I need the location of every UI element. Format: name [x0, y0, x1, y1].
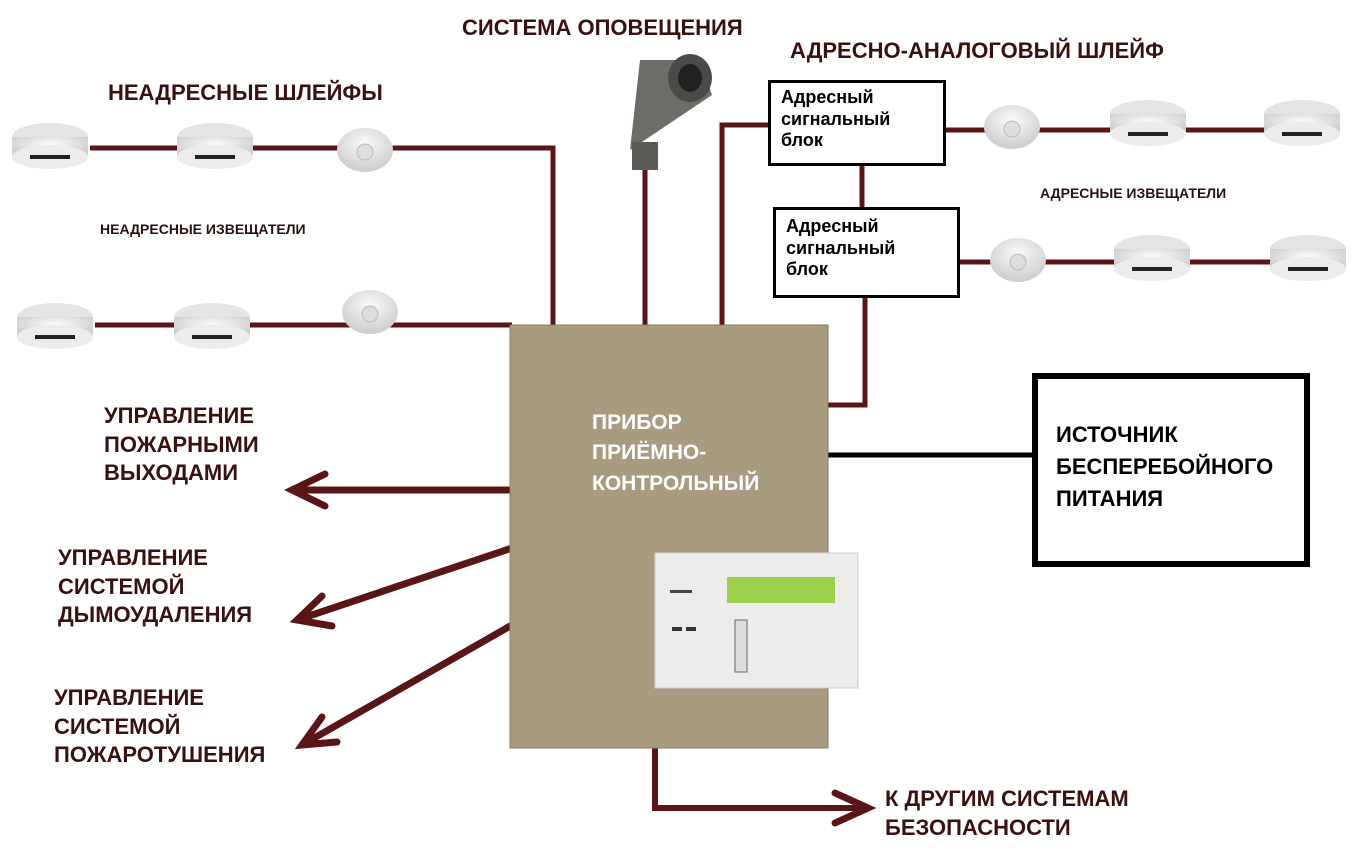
label-other-systems: К ДРУГИМ СИСТЕМАМ БЕЗОПАСНОСТИ — [885, 786, 1129, 840]
label-fire-extinguishing: УПРАВЛЕНИЕ СИСТЕМОЙ ПОЖАРОТУШЕНИЯ — [54, 685, 266, 768]
wire-addr-block — [719, 122, 768, 327]
label-non-addressable-detectors: НЕАДРЕСНЫЕ ИЗВЕЩАТЕЛИ — [100, 221, 306, 237]
signal-block-2: Адресный сигнальный блок — [773, 207, 960, 298]
speaker-icon — [630, 54, 712, 170]
wire-block-panel — [828, 297, 868, 408]
wire-loop-1 — [90, 145, 556, 330]
title-warning-system: СИСТЕМА ОПОВЕЩЕНИЯ — [462, 15, 743, 40]
title-addressable-loop: АДРЕСНО-АНАЛОГОВЫЙ ШЛЕЙФ — [790, 38, 1164, 63]
keypad — [654, 552, 859, 689]
title-non-addressable-loops: НЕАДРЕСНЫЕ ШЛЕЙФЫ — [108, 80, 383, 105]
control-panel-label: ПРИБОР ПРИЁМНО- КОНТРОЛЬНЫЙ — [592, 411, 760, 495]
ups-box: ИСТОЧНИК БЕСПЕРЕБОЙНОГО ПИТАНИЯ — [1032, 373, 1310, 567]
arrow-extinguish — [298, 621, 516, 749]
arrow-smoke — [293, 544, 516, 624]
label-addressable-detectors: АДРЕСНЫЕ ИЗВЕЩАТЕЛИ — [1040, 185, 1227, 201]
output-arrows — [283, 470, 877, 827]
signal-block-1: Адресный сигнальный блок — [768, 80, 946, 166]
label-smoke-removal: УПРАВЛЕНИЕ СИСТЕМОЙ ДЫМОУДАЛЕНИЯ — [58, 545, 253, 628]
label-fire-exits: УПРАВЛЕНИЕ ПОЖАРНЫМИ ВЫХОДАМИ — [104, 403, 259, 486]
